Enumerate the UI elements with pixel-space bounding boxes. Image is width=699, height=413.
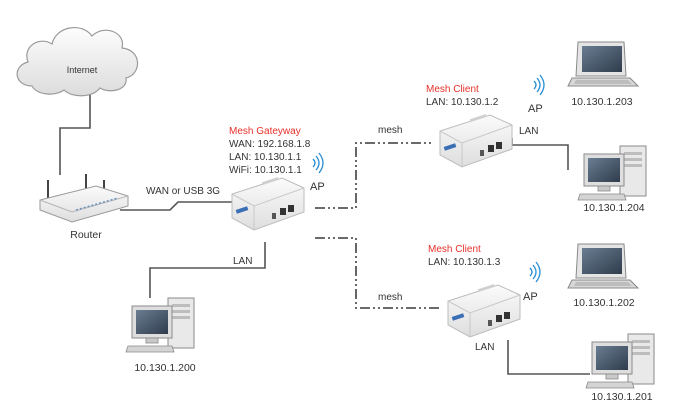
cloud-icon xyxy=(16,27,139,97)
mesh-client-1: Mesh Client LAN: 10.130.1.2 AP xyxy=(426,74,545,168)
host-ip: 10.130.1.203 xyxy=(571,96,632,108)
gateway-lan-ip: LAN: 10.130.1.1 xyxy=(229,152,302,163)
client1-device-icon xyxy=(439,113,513,168)
cable-lan-client1 xyxy=(511,138,569,170)
client1-lan-label: LAN xyxy=(519,126,538,137)
mesh-upper-label: mesh xyxy=(378,125,402,136)
gateway-lan-label: LAN xyxy=(233,256,252,267)
host-desktop-client2: 10.130.1.201 xyxy=(585,333,655,403)
mesh-link-upper xyxy=(315,142,432,209)
gateway-wifi-icon xyxy=(312,152,324,174)
client1-title: Mesh Client xyxy=(426,84,479,95)
host-ip: 10.130.1.204 xyxy=(583,202,644,214)
cable-lan-client2 xyxy=(507,340,590,375)
desktop-icon xyxy=(577,145,647,201)
cable-lan-gateway xyxy=(149,242,266,298)
host-desktop-gateway: 10.130.1.200 xyxy=(125,297,196,374)
mesh-gateway: Mesh Gateyway WAN: 192.168.1.8 LAN: 10.1… xyxy=(229,126,325,231)
laptop-icon xyxy=(567,243,639,289)
mesh-lower-label: mesh xyxy=(378,292,402,303)
host-laptop-client2: 10.130.1.202 xyxy=(567,243,639,309)
client2-title: Mesh Client xyxy=(428,244,481,255)
router-icon xyxy=(39,174,129,223)
router-label: Router xyxy=(70,229,102,241)
cable-wan xyxy=(120,201,232,211)
client2-lan-label: LAN xyxy=(475,342,494,353)
client1-ap-label: AP xyxy=(528,103,543,115)
desktop-icon xyxy=(125,297,195,353)
gateway-title: Mesh Gateyway xyxy=(229,126,301,137)
laptop-icon xyxy=(567,41,639,87)
wan-link-label: WAN or USB 3G xyxy=(146,186,220,197)
client2-wifi-icon xyxy=(529,261,541,283)
client2-lan-ip: LAN: 10.130.1.3 xyxy=(428,257,501,268)
desktop-icon xyxy=(585,333,655,389)
host-desktop-client1: 10.130.1.204 xyxy=(577,145,647,214)
host-ip: 10.130.1.201 xyxy=(591,391,652,403)
host-laptop-client1: 10.130.1.203 xyxy=(567,41,639,108)
internet-cloud: Internet xyxy=(16,27,139,97)
client2-device-icon xyxy=(447,283,521,338)
gateway-wan-ip: WAN: 192.168.1.8 xyxy=(229,139,311,150)
client2-ap-label: AP xyxy=(523,291,538,303)
gateway-device-icon xyxy=(231,176,305,231)
host-ip: 10.130.1.200 xyxy=(134,362,195,374)
internet-label: Internet xyxy=(67,65,98,75)
cable-internet-router xyxy=(59,92,91,175)
router: Router xyxy=(39,174,129,241)
gateway-ap-label: AP xyxy=(310,181,325,193)
host-ip: 10.130.1.202 xyxy=(573,297,634,309)
mesh-link-lower xyxy=(315,237,440,309)
gateway-wifi-ip: WiFi: 10.130.1.1 xyxy=(229,165,302,176)
client1-wifi-icon xyxy=(533,74,545,96)
client1-lan-ip: LAN: 10.130.1.2 xyxy=(426,97,499,108)
mesh-client-2: Mesh Client LAN: 10.130.1.3 AP xyxy=(428,244,541,338)
